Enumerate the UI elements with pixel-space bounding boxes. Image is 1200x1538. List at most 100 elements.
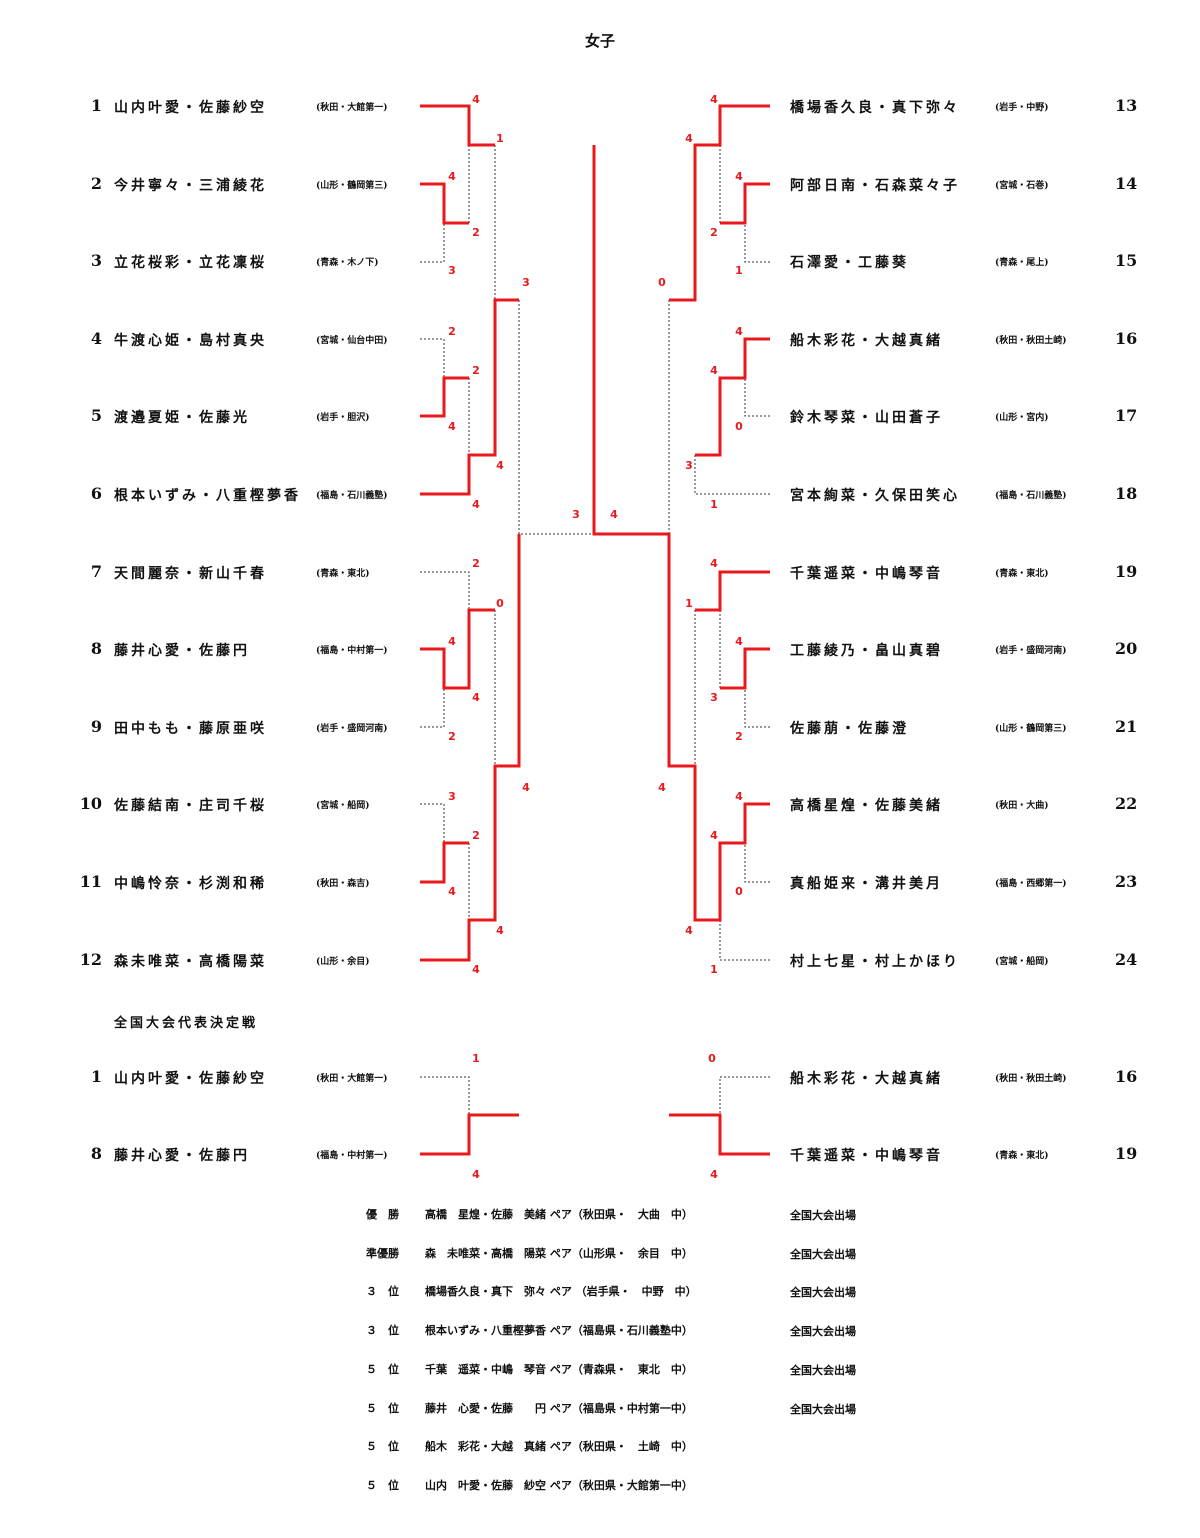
entry-names-l11: 中嶋怜奈・杉渕和稀 <box>114 876 267 892</box>
entry-names-r13: 橋場香久良・真下弥々 <box>790 100 960 116</box>
entry-seed-r13: 13 <box>1115 96 1138 115</box>
entry-names-pr16: 船木彩花・大越真緒 <box>790 1071 943 1087</box>
winner-path-7 <box>420 534 521 962</box>
score-label: 4 <box>610 508 618 521</box>
winner-path-6 <box>420 841 469 884</box>
entry-names-r17: 鈴木琴菜・山田蒼子 <box>790 410 943 427</box>
loser-path-5 <box>420 803 445 843</box>
score-label: 2 <box>472 226 480 239</box>
winner-path-15 <box>669 1113 770 1156</box>
entry-seed-r16: 16 <box>1115 328 1138 348</box>
entry-seed-r24: 24 <box>1115 949 1138 969</box>
score-label: 4 <box>448 420 456 433</box>
entry-names-l3: 立花桜彩・立花凜桜 <box>114 255 267 272</box>
score-label: 1 <box>710 498 718 511</box>
entry-seed-pr16: 16 <box>1115 1067 1138 1086</box>
entry-seed-l1: 1 <box>90 96 102 115</box>
entry-names-r20: 工藤綾乃・畠山真碧 <box>790 643 943 660</box>
entry-seed-l9: 9 <box>90 716 102 736</box>
entry-names-pr19: 千葉遥菜・中嶋琴音 <box>790 1148 943 1164</box>
result-note: 全国大会出場 <box>790 1402 856 1416</box>
score-label: 2 <box>448 325 456 338</box>
entry-school-r19: (青森・東北) <box>995 568 1049 579</box>
entry-school-l10: (宮城・船岡) <box>316 801 370 812</box>
entry-school-pr19: (青森・東北) <box>995 1151 1049 1161</box>
entry-names-r16: 船木彩花・大越真緒 <box>790 332 943 349</box>
entry-school-r24: (宮城・船岡) <box>995 956 1049 967</box>
result-rank: ５ 位 <box>366 1401 399 1415</box>
page-title: 女子 <box>584 32 615 50</box>
score-label: 4 <box>710 829 718 842</box>
score-label: 4 <box>710 557 718 570</box>
bracket-winner-lines <box>420 104 770 1156</box>
entry-seed-l8: 8 <box>90 639 102 659</box>
entry-names-r23: 真船姫来・溝井美月 <box>790 876 943 892</box>
score-label: 4 <box>685 924 693 937</box>
score-label: 2 <box>472 364 480 377</box>
entry-school-r18: (福島・石川義塾) <box>995 491 1067 501</box>
entry-seed-l12: 12 <box>79 949 102 969</box>
score-label: 2 <box>448 730 456 743</box>
score-label: 4 <box>448 635 456 648</box>
entry-school-l9: (岩手・盛岡河南) <box>316 723 388 734</box>
entry-names-l12: 森未唯菜・高橋陽菜 <box>114 953 267 970</box>
loser-path-2 <box>420 338 445 378</box>
winner-path-5 <box>420 608 495 690</box>
loser-path-3 <box>420 571 470 610</box>
score-label: 2 <box>472 829 480 842</box>
entry-school-r14: (宮城・石巻) <box>995 180 1049 191</box>
result-pair: 藤井 心愛・佐藤 円 ペア（福島県・中村第一中） <box>425 1401 693 1415</box>
entry-names-r18: 宮本絢菜・久保田笑心 <box>790 488 960 504</box>
score-label: 1 <box>685 597 693 610</box>
score-label: 3 <box>685 459 693 472</box>
entry-names-r24: 村上七星・村上かほり <box>790 953 960 970</box>
entry-names-l6: 根本いずみ・八重樫夢香 <box>114 488 301 504</box>
winner-path-11 <box>695 337 770 457</box>
entry-school-r22: (秋田・大曲) <box>995 801 1049 812</box>
entry-school-r23: (福島・西郷第一) <box>995 879 1067 889</box>
score-label: 4 <box>710 1168 718 1181</box>
loser-path-15 <box>744 688 770 728</box>
bracket-dotted-lines <box>420 145 770 1115</box>
score-label: 4 <box>472 691 480 704</box>
score-label: 4 <box>735 790 743 803</box>
entry-school-r16: (秋田・秋田土崎) <box>995 335 1067 346</box>
entry-seed-pl8: 8 <box>90 1144 102 1163</box>
playoff-title: 全国大会代表決定戦 <box>114 1016 259 1031</box>
score-label: 4 <box>448 885 456 898</box>
entry-seed-l5: 5 <box>90 406 102 426</box>
winner-path-9 <box>669 104 770 302</box>
score-label: 2 <box>735 730 743 743</box>
score-label: 3 <box>448 264 456 277</box>
score-label: 0 <box>658 276 666 289</box>
entry-school-l5: (岩手・胆沢) <box>316 413 370 424</box>
result-pair: 橋場香久良・真下 弥々 ペア （岩手県・ 中野 中） <box>425 1285 697 1299</box>
entry-seed-r15: 15 <box>1115 251 1138 271</box>
score-label: 4 <box>710 364 718 377</box>
winner-path-10 <box>720 182 770 225</box>
score-label: 4 <box>735 170 743 183</box>
loser-path-22 <box>420 1076 470 1115</box>
winner-path-3 <box>420 376 469 418</box>
score-label: 4 <box>710 93 718 106</box>
entry-school-l2: (山形・鶴岡第三) <box>316 180 388 191</box>
score-label: 4 <box>685 132 693 145</box>
loser-path-1 <box>420 223 445 263</box>
score-label: 4 <box>735 325 743 338</box>
winner-path-1 <box>420 104 495 147</box>
loser-path-17 <box>719 920 770 961</box>
entry-school-l8: (福島・中村第一) <box>316 646 388 657</box>
score-label: 4 <box>658 781 666 794</box>
score-label: 4 <box>472 498 480 511</box>
entry-school-l3: (青森・木ノ下) <box>316 258 379 269</box>
entry-seed-r23: 23 <box>1115 872 1138 891</box>
entry-school-l7: (青森・東北) <box>316 568 370 579</box>
score-label: 2 <box>710 226 718 239</box>
entry-seed-l7: 7 <box>90 561 102 581</box>
score-label: 4 <box>496 459 504 472</box>
loser-path-11 <box>518 300 594 535</box>
entry-seed-l4: 4 <box>90 328 102 348</box>
score-label: 4 <box>472 93 480 106</box>
